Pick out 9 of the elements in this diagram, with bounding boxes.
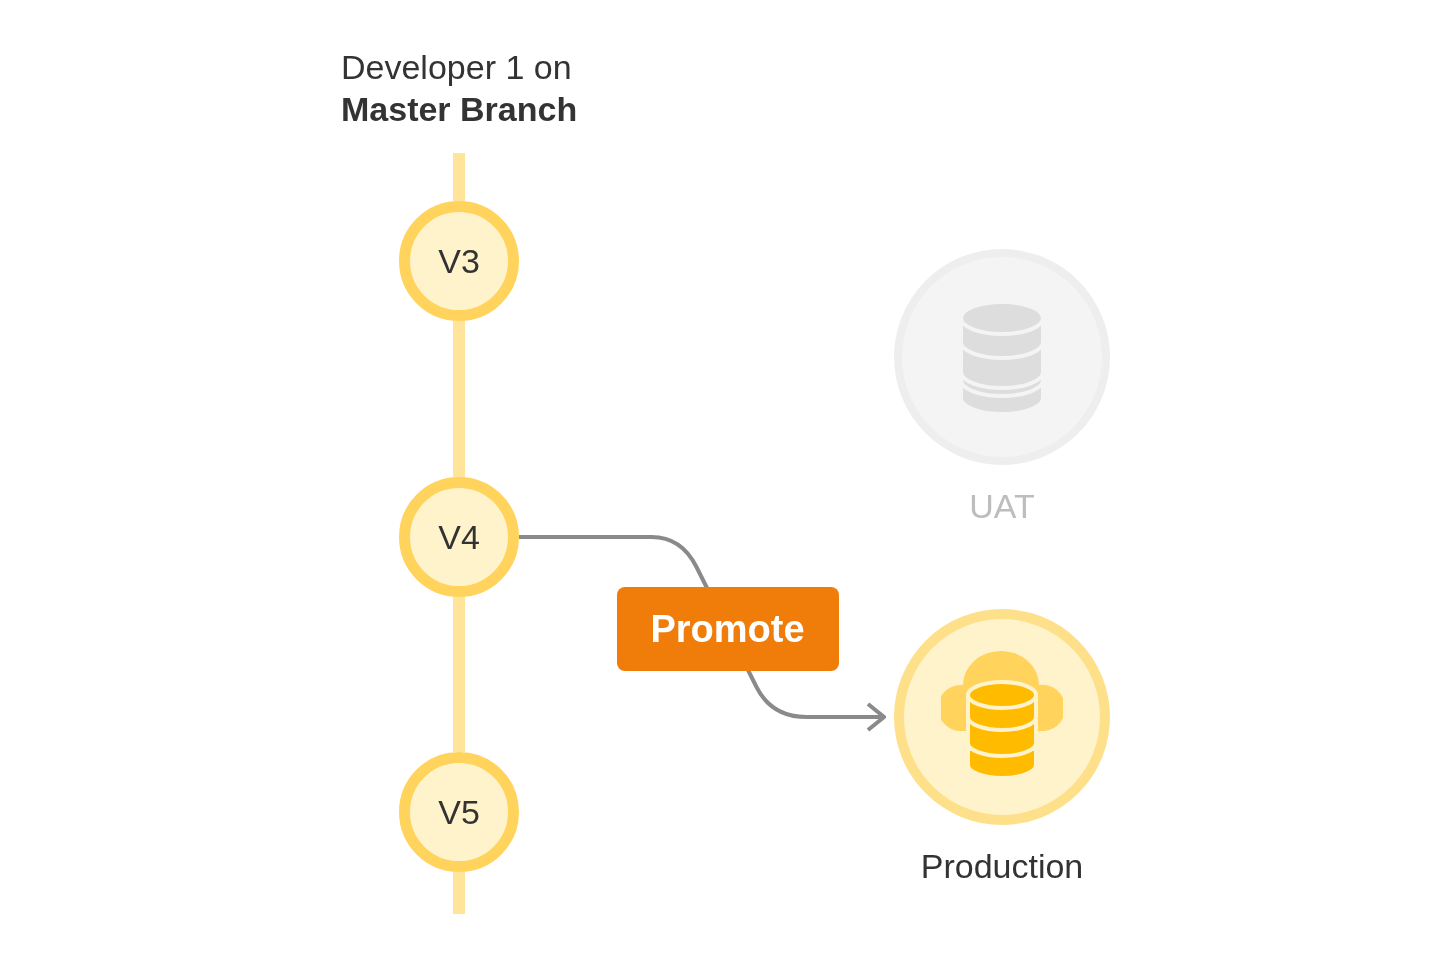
branch-line xyxy=(453,321,465,477)
version-label: V3 xyxy=(438,241,480,281)
environment-label: Production xyxy=(920,847,1084,886)
version-label: V5 xyxy=(438,792,480,832)
environment-label: UAT xyxy=(969,487,1035,526)
version-label: V4 xyxy=(438,517,480,557)
title: Developer 1 on Master Branch xyxy=(341,47,579,130)
edge-label: Promote xyxy=(616,587,839,671)
branch-line xyxy=(453,597,465,752)
